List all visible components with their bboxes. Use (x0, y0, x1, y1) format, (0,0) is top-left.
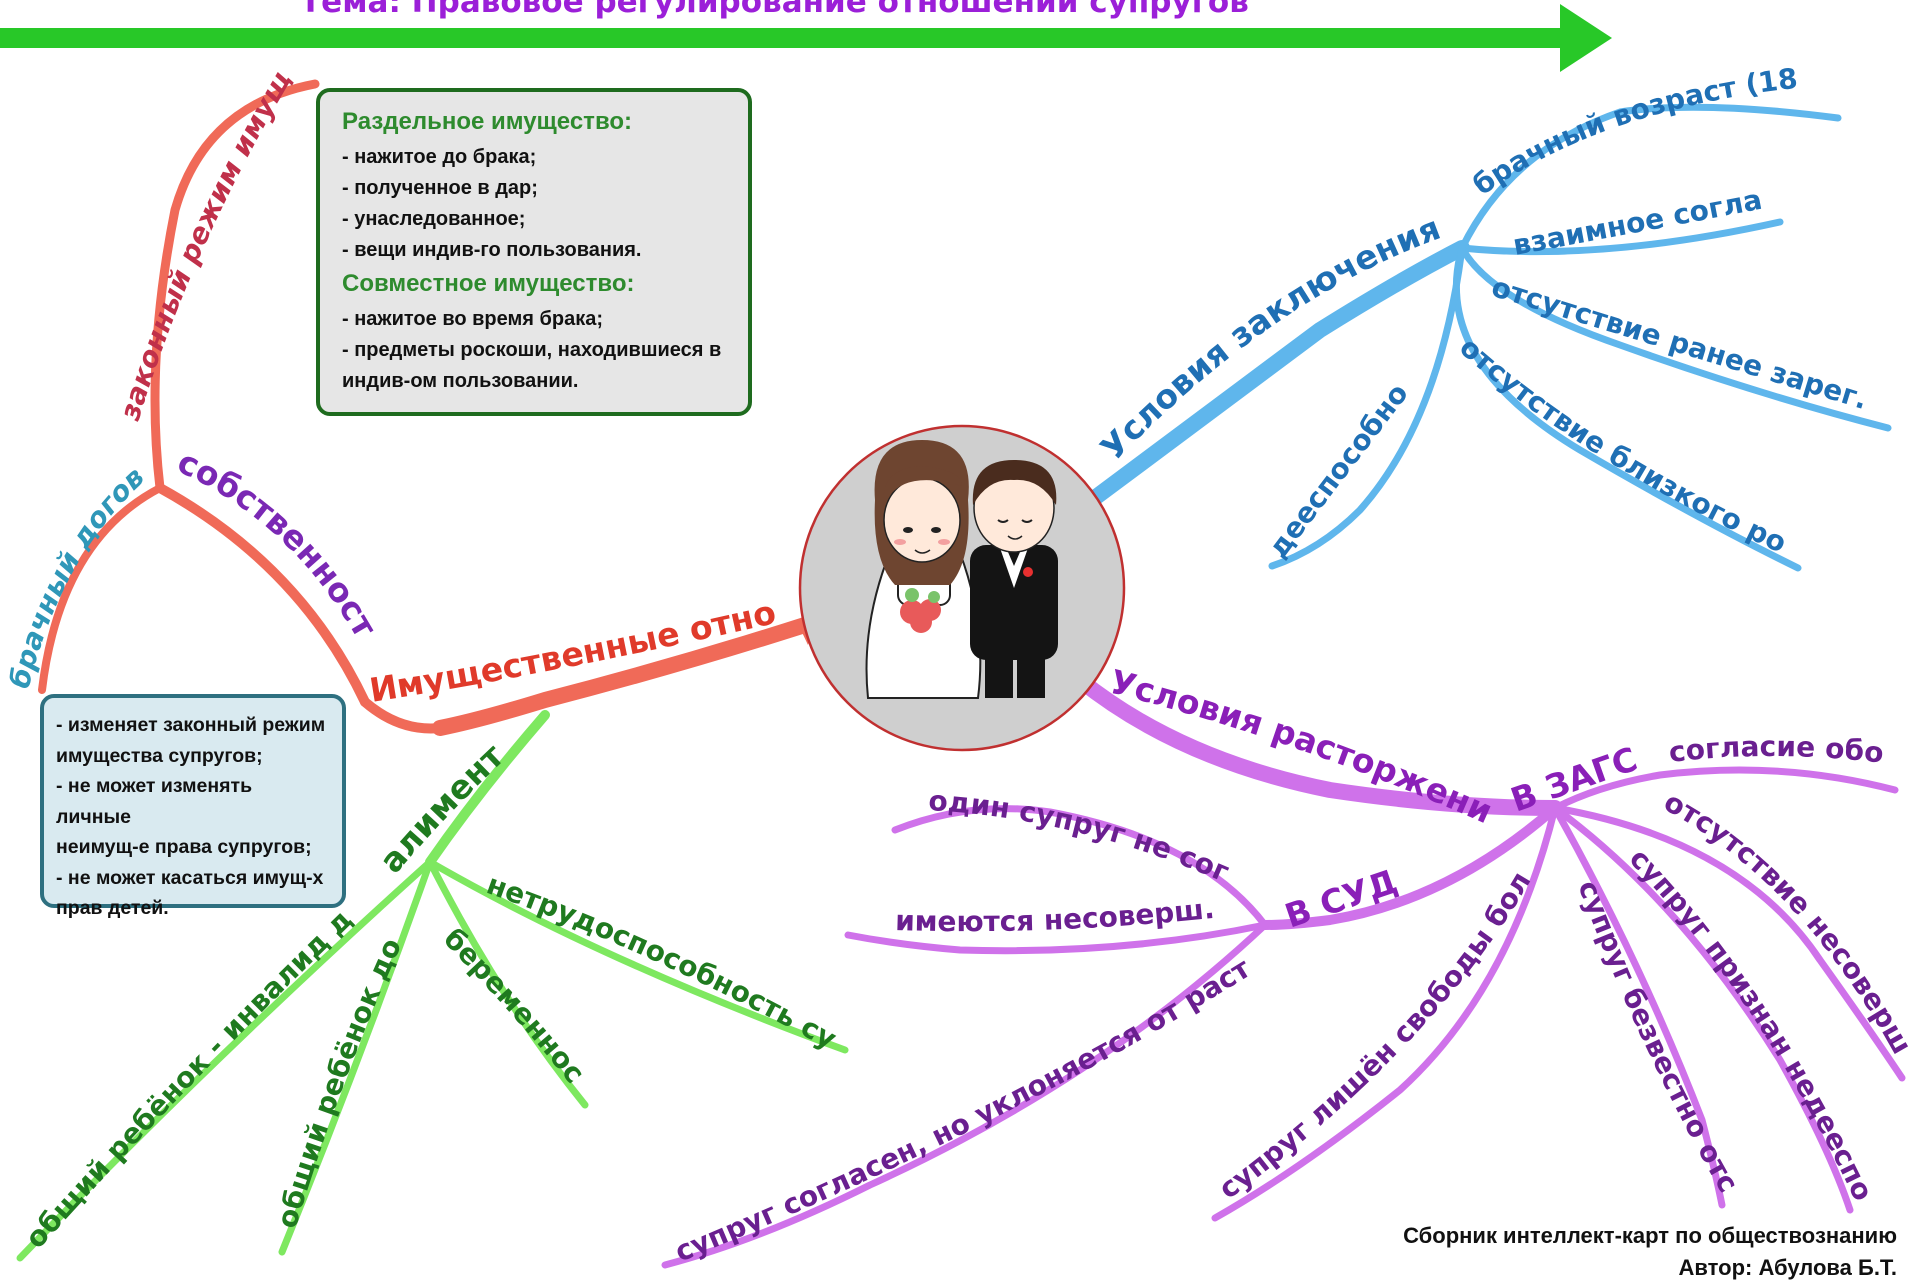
separate-property-item: - унаследованное; (342, 208, 526, 230)
contract-item: неимущ-е права супругов; (56, 836, 312, 858)
separate-property-item: - нажитое до брака; (342, 146, 537, 168)
registry-label: В ЗАГС (1506, 739, 1642, 819)
author-credit: Автор: Абулова Б.Т. (1678, 1255, 1897, 1280)
separate-property-heading: Раздельное имущество: (342, 108, 633, 135)
contract-item: имущества супругов; (56, 744, 263, 767)
central-couple-image (798, 424, 1126, 752)
property-branch (38, 79, 816, 736)
separate-property-item: - полученное в дар; (342, 177, 538, 199)
marriage-contract-label: брачный договор (0, 0, 151, 692)
contract-item: - не может касаться имущ-х (56, 866, 324, 889)
property-types-box: Раздельное имущество: - нажитое до брака… (316, 88, 752, 416)
header-arrow (0, 4, 1612, 72)
page-title: Тема: Правовое регулирование отношений с… (300, 0, 1249, 20)
credits: Сборник интеллект-карт по обществознанию… (1403, 1220, 1897, 1284)
groom-figure (970, 460, 1058, 698)
legal-regime-label: законный режим имущества (0, 0, 298, 425)
contract-item: - не может изменять личные (56, 775, 253, 828)
divorce-branch (661, 672, 1906, 1269)
separate-property-item: - вещи индив-го пользования. (342, 239, 642, 261)
alimony-branch (16, 710, 849, 1262)
joint-property-item: - нажитое во время брака; (342, 308, 604, 330)
contract-item: прав детей. (56, 897, 169, 919)
joint-property-item: - предметы роскоши, находившиеся в (342, 339, 722, 361)
bride-figure (865, 440, 982, 699)
joint-property-heading: Совместное имущество: (342, 270, 635, 297)
collection-title: Сборник интеллект-карт по обществознанию (1403, 1223, 1897, 1248)
contract-item: - изменяет законный режим (56, 714, 326, 736)
joint-property-item: индив-ом пользовании. (342, 370, 579, 392)
marriage-contract-box: - изменяет законный режим имущества супр… (40, 694, 346, 919)
marriage-item-no-prior-marriage: отсутствие ранее зарег.брака (0, 0, 1872, 416)
marriage-branch (1084, 103, 1892, 572)
